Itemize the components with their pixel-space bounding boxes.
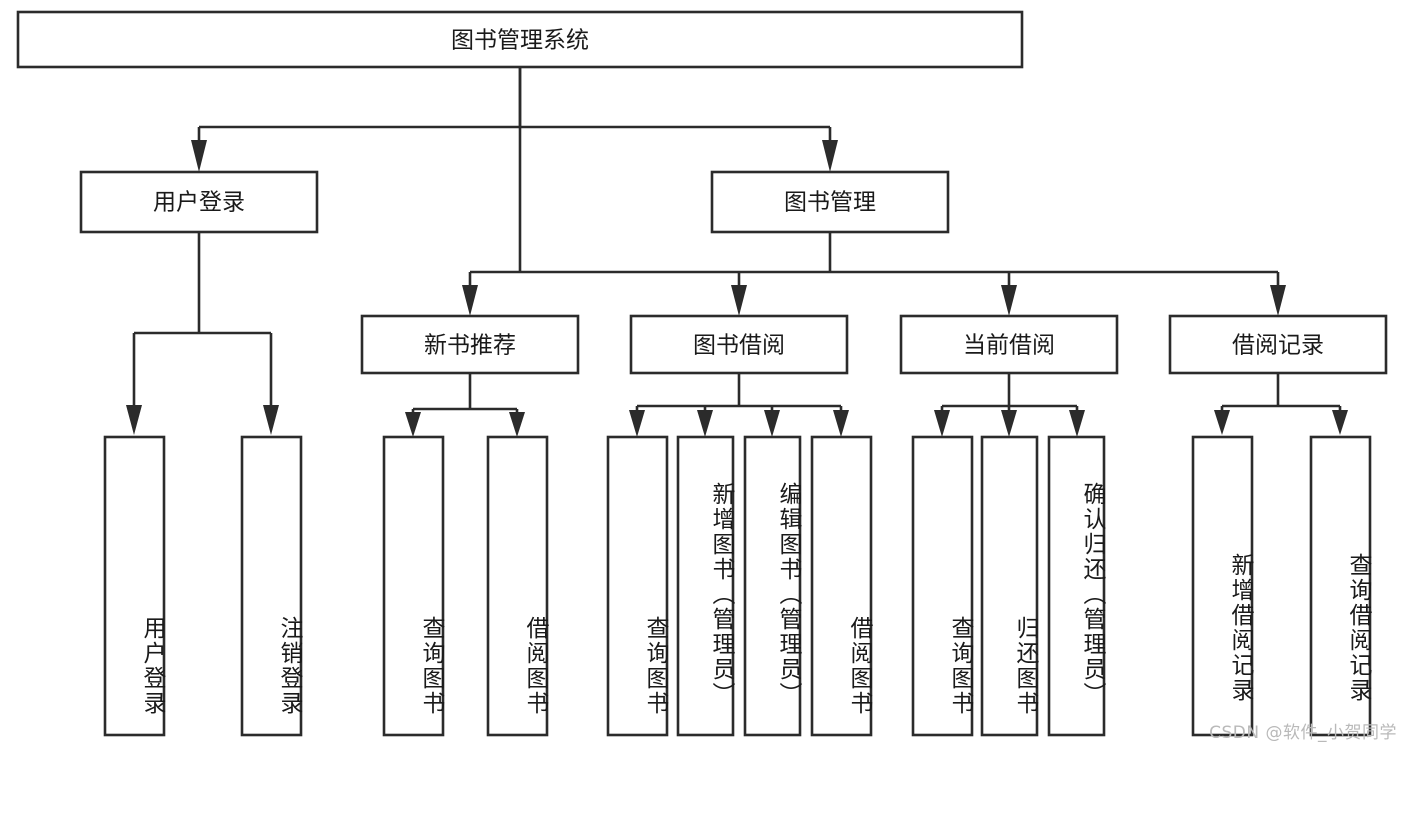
connector-bookborrow-to-leaves xyxy=(629,373,849,437)
node-user-login-label: 用户登录 xyxy=(153,190,245,216)
arrowhead-leaf-query-book-3 xyxy=(934,410,950,437)
node-book-borrow-label: 图书借阅 xyxy=(693,333,785,359)
arrowhead-leaf-user-login xyxy=(126,405,142,435)
node-new-book-recommend-rect[interactable] xyxy=(360,314,580,375)
node-book-management-rect[interactable] xyxy=(710,170,950,234)
node-root-rect[interactable] xyxy=(16,10,1024,69)
node-borrow-record-label: 借阅记录 xyxy=(1232,333,1324,359)
arrowhead-currentborrow xyxy=(1001,285,1017,316)
arrowhead-bookborrow xyxy=(731,285,747,316)
leaf-borrow-book-1-rect[interactable] xyxy=(486,435,549,737)
arrowhead-leaf-borrow-book-2 xyxy=(833,410,849,437)
node-user-login[interactable]: 用户登录 xyxy=(79,170,319,234)
leaf-query-book-1-rect[interactable] xyxy=(382,435,445,737)
arrowhead-bookmgmt xyxy=(822,140,838,172)
arrowhead-leaf-query-book-1 xyxy=(405,412,421,437)
arrowhead-leaf-borrow-book-1 xyxy=(509,412,525,437)
node-current-borrow-label: 当前借阅 xyxy=(963,333,1055,359)
leaf-add-borrow-record-rect[interactable] xyxy=(1191,435,1254,737)
arrowhead-borrowrecord xyxy=(1270,285,1286,316)
leaf-confirm-return-admin-rect[interactable] xyxy=(1047,435,1106,737)
csdn-watermark: CSDN @软件_小贺同学 xyxy=(1209,723,1397,743)
node-book-borrow[interactable]: 图书借阅 xyxy=(629,314,849,375)
node-borrow-record[interactable]: 借阅记录 xyxy=(1168,314,1388,375)
connector-root-to-level2 xyxy=(191,67,838,172)
node-root[interactable]: 图书管理系统 xyxy=(16,10,1024,69)
leaf-user-login-rect[interactable] xyxy=(103,435,166,737)
node-current-borrow[interactable]: 当前借阅 xyxy=(899,314,1119,375)
connector-userlogin-to-leaves xyxy=(126,232,279,435)
leaf-add-book-admin-rect[interactable] xyxy=(676,435,735,737)
node-root-label: 图书管理系统 xyxy=(451,28,589,54)
node-new-book-recommend-label: 新书推荐 xyxy=(424,333,516,359)
arrowhead-leaf-add-borrow-record xyxy=(1214,410,1230,435)
leaf-query-book-3-rect[interactable] xyxy=(911,435,974,737)
arrowhead-userlogin xyxy=(191,140,207,172)
arrowhead-leaf-query-book-2 xyxy=(629,410,645,437)
leaf-logout-login-rect[interactable] xyxy=(240,435,303,737)
leaf-borrow-book-2-rect[interactable] xyxy=(810,435,873,737)
node-new-book-recommend[interactable]: 新书推荐 xyxy=(360,314,580,375)
diagram-canvas: 图书管理系统 用户登录 图书管理 xyxy=(16,10,1388,737)
leaf-return-book-rect[interactable] xyxy=(980,435,1039,737)
functional-structure-diagram: 图书管理系统 用户登录 图书管理 xyxy=(16,10,1397,743)
connector-newbook-to-leaves xyxy=(405,373,525,437)
arrowhead-leaf-add-book-admin xyxy=(697,410,713,437)
arrowhead-newbook xyxy=(462,285,478,316)
arrowhead-leaf-return-book xyxy=(1001,410,1017,437)
leaf-query-borrow-record-rect[interactable] xyxy=(1309,435,1372,737)
arrowhead-leaf-confirm-return-admin xyxy=(1069,410,1085,437)
node-book-management-label: 图书管理 xyxy=(784,190,876,216)
leaf-edit-book-admin-rect[interactable] xyxy=(743,435,802,737)
connector-bookmgmt-to-level3 xyxy=(462,232,1286,316)
connector-borrowrecord-to-leaves xyxy=(1214,373,1348,435)
connector-currentborrow-to-leaves xyxy=(934,373,1085,437)
leaf-query-book-2-rect[interactable] xyxy=(606,435,669,737)
arrowhead-leaf-logout-login xyxy=(263,405,279,435)
arrowhead-leaf-edit-book-admin xyxy=(764,410,780,437)
node-book-management[interactable]: 图书管理 xyxy=(710,170,950,234)
arrowhead-leaf-query-borrow-record xyxy=(1332,410,1348,435)
